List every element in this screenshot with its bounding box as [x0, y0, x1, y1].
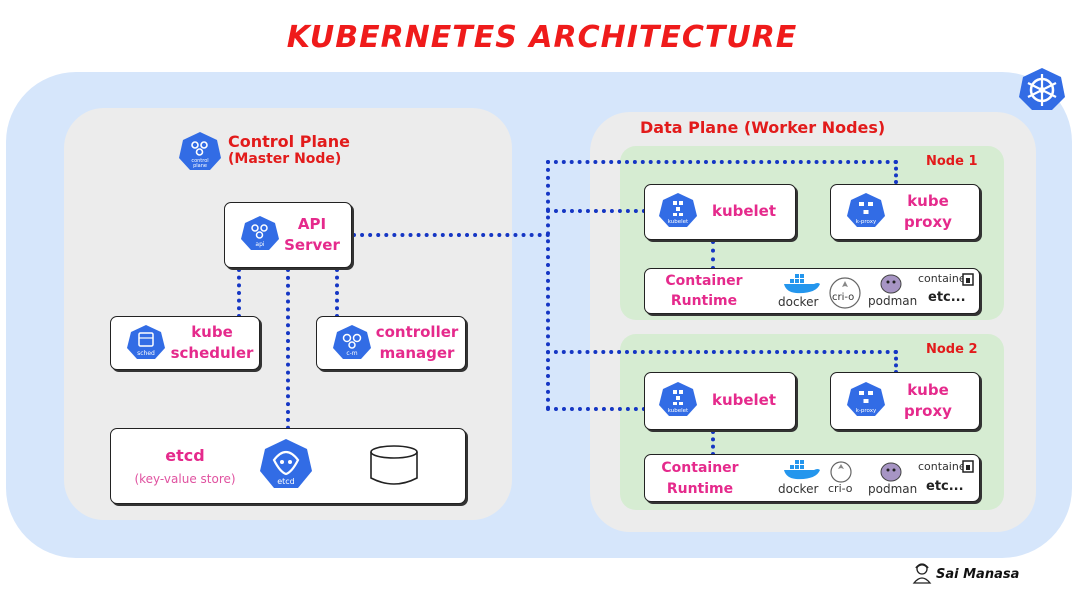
node-1-title: Node 1 [926, 154, 978, 169]
kube-proxy-icon: k-proxy [847, 382, 885, 416]
kubelet-icon: kubelet [659, 193, 697, 227]
connector [546, 407, 646, 411]
node-1-etc-text: etc... [928, 290, 966, 305]
containerd-box-icon [962, 273, 974, 286]
connector [711, 240, 715, 270]
node-2-container-runtime-box[interactable] [644, 454, 980, 502]
node-1-proxy-label-line2: proxy [904, 213, 952, 231]
crio-logo-icon [830, 461, 852, 483]
connector [546, 350, 898, 354]
connector [546, 160, 550, 410]
node-1-runtime-label-line1: Container [665, 273, 743, 289]
svg-text:k-proxy: k-proxy [856, 219, 877, 225]
author-name: Sai Manasa [936, 567, 1020, 582]
control-plane-title: Control Plane [228, 132, 350, 151]
svg-text:etcd: etcd [277, 477, 295, 486]
svg-text:c-m: c-m [346, 350, 357, 357]
data-plane-title: Data Plane (Worker Nodes) [640, 118, 886, 137]
etcd-icon: etcd [260, 439, 312, 488]
node-1-kubelet-label: kubelet [711, 202, 777, 220]
author-avatar-icon [912, 563, 932, 584]
scheduler-icon: sched [127, 325, 165, 359]
crio-logo-text: cri-o [828, 482, 853, 495]
connector [546, 160, 898, 164]
scheduler-label-line1: kube [191, 323, 233, 341]
diagram-title: KUBERNETES ARCHITECTURE [286, 20, 798, 55]
docker-whale-icon [784, 274, 820, 294]
svg-text:k-proxy: k-proxy [856, 408, 877, 414]
containerd-box-icon [962, 460, 974, 473]
control-plane-icon: control plane [179, 132, 221, 170]
api-server-label-line1: API [297, 215, 327, 233]
containerd-logo-text: container [918, 460, 971, 473]
node-2-runtime-label-line2: Runtime [666, 481, 734, 497]
crio-logo-icon [829, 277, 861, 309]
database-icon [370, 445, 418, 485]
connector [894, 160, 898, 184]
connector [711, 430, 715, 456]
connector [546, 209, 646, 213]
node-2-etc-text: etc... [926, 479, 964, 494]
node-2-runtime-label-line1: Container [661, 460, 739, 476]
podman-logo-text: podman [868, 294, 918, 308]
connector [237, 268, 241, 318]
svg-text:sched: sched [137, 350, 155, 357]
controller-label-line1: controller [375, 323, 459, 341]
node-1-proxy-label-line1: kube [907, 192, 949, 210]
podman-seal-icon [880, 462, 902, 482]
docker-logo-text: docker [778, 295, 819, 309]
node-2-title: Node 2 [926, 342, 978, 357]
docker-whale-icon [784, 460, 820, 480]
api-server-label-line2: Server [284, 236, 340, 254]
controller-manager-icon: c-m [333, 325, 371, 359]
containerd-logo-text: container [918, 272, 971, 285]
scheduler-label-line2: scheduler [170, 344, 254, 362]
node-2-kubelet-label: kubelet [711, 391, 777, 409]
node-1-runtime-label-line2: Runtime [670, 293, 738, 309]
controller-label-line2: manager [379, 344, 455, 362]
kube-proxy-icon: k-proxy [847, 193, 885, 227]
kubernetes-logo-icon [1019, 68, 1065, 110]
podman-seal-icon [880, 274, 902, 294]
svg-text:plane: plane [193, 163, 207, 169]
kubelet-icon: kubelet [659, 382, 697, 416]
svg-text:kubelet: kubelet [668, 408, 689, 414]
node-2-proxy-label-line1: kube [907, 381, 949, 399]
node-2-proxy-label-line2: proxy [904, 402, 952, 420]
connector [335, 268, 339, 318]
etcd-label: etcd [165, 446, 205, 465]
svg-text:control: control [191, 158, 208, 164]
etcd-description: (key-value store) [134, 472, 236, 486]
crio-logo-text: cri-o [832, 292, 855, 303]
svg-text:api: api [255, 241, 264, 248]
podman-logo-text: podman [868, 482, 918, 496]
connector [286, 268, 290, 430]
connector [352, 233, 550, 237]
docker-logo-text: docker [778, 482, 819, 496]
control-plane-subtitle: (Master Node) [228, 151, 342, 167]
svg-text:kubelet: kubelet [668, 219, 689, 225]
api-server-icon: api [241, 216, 279, 250]
connector [894, 350, 898, 374]
